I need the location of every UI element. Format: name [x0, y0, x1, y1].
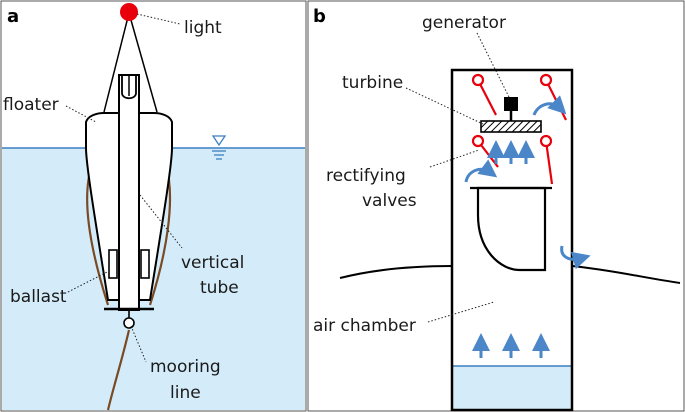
valve-hinge-top-left	[471, 73, 485, 87]
label-valves: valves	[362, 191, 417, 211]
panel-b-leaders	[405, 32, 511, 323]
label-tube: tube	[200, 278, 239, 298]
label-rectifying: rectifying	[326, 166, 406, 186]
label-vertical: vertical	[181, 253, 244, 273]
valve-hinge-bottom-left	[471, 134, 485, 148]
chamber-water	[452, 366, 572, 410]
shackle-ring	[123, 317, 135, 329]
generator-icon	[504, 97, 518, 111]
label-floater: floater	[3, 95, 59, 115]
panel-a: a light floater vertical tube ballast mo…	[0, 0, 307, 412]
water-level-icon	[211, 135, 227, 160]
panel-b-letter: b	[313, 6, 326, 27]
valve-hinge-top-right	[539, 73, 553, 87]
label-mooring: mooring	[150, 357, 221, 377]
panel-b: b generator turbine rectifying valves ai…	[307, 0, 685, 412]
flow-arrows	[464, 95, 591, 358]
vertical-tube	[118, 74, 140, 311]
panel-a-letter: a	[7, 6, 19, 27]
air-chamber	[450, 68, 574, 412]
sea-surface-left	[339, 265, 453, 279]
mooring-line-bottom	[106, 329, 131, 411]
mast-line-right	[128, 12, 158, 113]
panel-a-border	[0, 0, 307, 412]
label-air-chamber: air chamber	[313, 316, 416, 336]
panel-a-leaders	[65, 13, 183, 363]
mast-line-left	[103, 12, 130, 113]
inner-duct	[476, 186, 547, 272]
label-ballast: ballast	[10, 287, 67, 307]
light-icon	[120, 3, 138, 21]
sea-surface-right	[571, 265, 681, 284]
turbine-icon	[480, 120, 542, 133]
valve-hinge-bottom-right	[539, 134, 553, 148]
label-generator: generator	[422, 13, 506, 33]
label-line: line	[170, 383, 201, 403]
label-turbine: turbine	[342, 73, 403, 93]
ballast-block-right	[140, 249, 150, 279]
label-light: light	[184, 18, 222, 38]
ballast-block-left	[108, 249, 118, 279]
tube-head	[121, 76, 137, 100]
